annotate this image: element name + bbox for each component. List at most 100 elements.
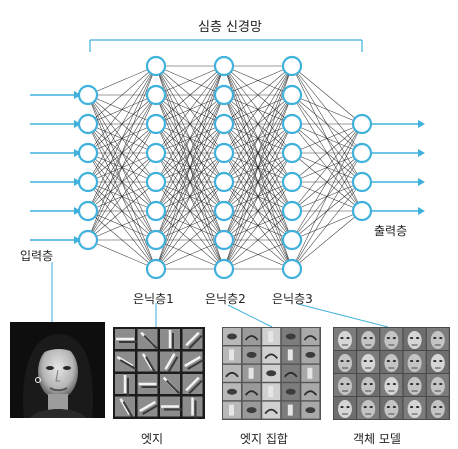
face-model-eye (369, 360, 373, 362)
edge-group-shape (268, 386, 274, 398)
edge-group-shape (246, 351, 257, 358)
output-node (351, 142, 373, 164)
edge-group-shape (229, 349, 234, 361)
face-model-head (361, 331, 376, 349)
connection-line (291, 123, 363, 183)
edge-group-shape (264, 408, 278, 415)
connection-line (223, 65, 293, 241)
connection-line (87, 123, 157, 241)
edge-group-shape (305, 407, 316, 414)
connection-line (223, 94, 293, 270)
face-model-eye (346, 360, 350, 362)
face-model-eye (369, 337, 373, 339)
face-model-head (430, 377, 445, 395)
hidden2-node (213, 258, 235, 280)
hidden1-node (145, 142, 167, 164)
edge-group-shape (303, 390, 318, 396)
face-model-eye (416, 337, 420, 339)
connection-line (87, 239, 157, 270)
face-model-eye (433, 360, 437, 362)
edge-filter-stroke (187, 359, 204, 370)
hidden-layers-bracket (89, 39, 363, 52)
edge-filter-stroke (116, 355, 134, 368)
edge-group-shape (285, 388, 296, 395)
face-model-eye (386, 383, 390, 385)
connection-line (291, 210, 363, 270)
connection-line (155, 210, 225, 270)
edge-group-shape (303, 335, 318, 341)
face-model-head (338, 400, 352, 418)
input-arrowhead (74, 236, 81, 244)
face-model-eye (392, 383, 396, 385)
face-model-head (430, 400, 445, 418)
hidden3-node (281, 171, 303, 193)
face-model-eye (416, 360, 420, 362)
edge-filter-stroke (139, 400, 156, 413)
edge-group-shape (244, 390, 259, 396)
face-model-eye (363, 383, 367, 385)
connection-line (291, 123, 363, 212)
edge-groups-caption: 엣지 집합 (240, 432, 288, 446)
connection-line (155, 65, 225, 212)
face-model-eye (439, 383, 443, 385)
input-node (77, 229, 99, 251)
edge-filter-stroke (145, 356, 156, 373)
hidden3-node (281, 200, 303, 222)
face-model-head (338, 377, 352, 395)
face-model-eye (416, 406, 420, 408)
input-arrowhead (74, 120, 81, 128)
connection-line (155, 65, 225, 183)
edge-group-shape (229, 404, 234, 416)
edge-filter-stroke (188, 334, 203, 350)
network-nodes (77, 55, 373, 280)
face-model-head (361, 377, 376, 395)
input-face-photo (10, 322, 105, 418)
connection-line (291, 65, 363, 125)
face-model-eye (433, 406, 437, 408)
edge-filter-stroke (119, 359, 137, 370)
edge-group-shape (307, 367, 313, 379)
face-model-eye (386, 406, 390, 408)
connection-line (223, 152, 293, 270)
face-model-eye (346, 406, 350, 408)
edge-filter-stroke (143, 334, 158, 350)
face-model-eye (439, 360, 443, 362)
edge-group-shape (248, 367, 254, 379)
output-arrowhead (418, 120, 425, 128)
input-arrowhead (74, 178, 81, 186)
connection-line (291, 123, 363, 270)
output-node (351, 171, 373, 193)
network-connections (87, 65, 363, 270)
input-node (77, 171, 99, 193)
connection-line (223, 123, 293, 270)
edge-group-shape (227, 388, 237, 395)
face-model-eye (433, 337, 437, 339)
input-node (77, 84, 99, 106)
face-model-head (384, 400, 399, 418)
face-model-head (384, 354, 399, 372)
edge-features-image (113, 327, 205, 419)
hidden2-node (213, 113, 235, 135)
face-model-head (361, 354, 376, 372)
edge-filter-stroke (165, 379, 181, 395)
face-model-eye (410, 383, 414, 385)
hidden2-node (213, 55, 235, 77)
hidden-layer-3-label: 은닉층3 (272, 292, 313, 306)
hidden-layer-2-label: 은닉층2 (205, 292, 246, 306)
connection-line (155, 239, 225, 270)
connection-line (87, 94, 157, 241)
input-node (77, 113, 99, 135)
face-model-eye (369, 383, 373, 385)
face-model-head (407, 354, 422, 372)
connection-line (87, 152, 157, 241)
connection-line (291, 123, 363, 154)
edge-group-shape (264, 353, 278, 359)
face-model-head (407, 331, 422, 349)
edge-filter-stroke (141, 353, 154, 370)
hidden2-node (213, 171, 235, 193)
input-arrowhead (74, 91, 81, 99)
connection-line (291, 181, 363, 270)
output-node (351, 113, 373, 135)
edge-group-shape (287, 349, 293, 361)
